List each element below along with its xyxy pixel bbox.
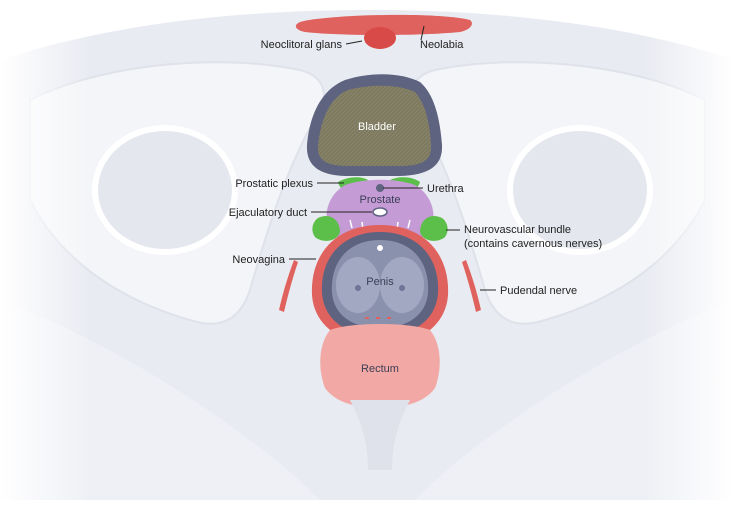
callout-pudendal-nerve: Pudendal nerve <box>500 285 577 297</box>
callout-urethra: Urethra <box>427 183 465 195</box>
penis-label: Penis <box>366 276 394 288</box>
callout-neolabia: Neolabia <box>420 39 464 51</box>
callout-neurovascular-bundle-note: (contains cavernous nerves) <box>464 238 602 250</box>
prostate-label: Prostate <box>360 194 401 206</box>
rectum-label: Rectum <box>361 363 399 375</box>
callout-neovagina: Neovagina <box>232 254 285 266</box>
neoclitoral-glans-shape <box>364 27 396 49</box>
bladder-label: Bladder <box>358 121 396 133</box>
callout-neoclitoral-glans: Neoclitoral glans <box>261 39 343 51</box>
callout-neurovascular-bundle: Neurovascular bundle <box>464 224 571 236</box>
ejaculatory-duct-shape <box>373 208 387 216</box>
callout-prostatic-plexus: Prostatic plexus <box>235 178 313 190</box>
callout-ejaculatory-duct: Ejaculatory duct <box>229 207 307 219</box>
urethra-dot <box>376 184 384 192</box>
